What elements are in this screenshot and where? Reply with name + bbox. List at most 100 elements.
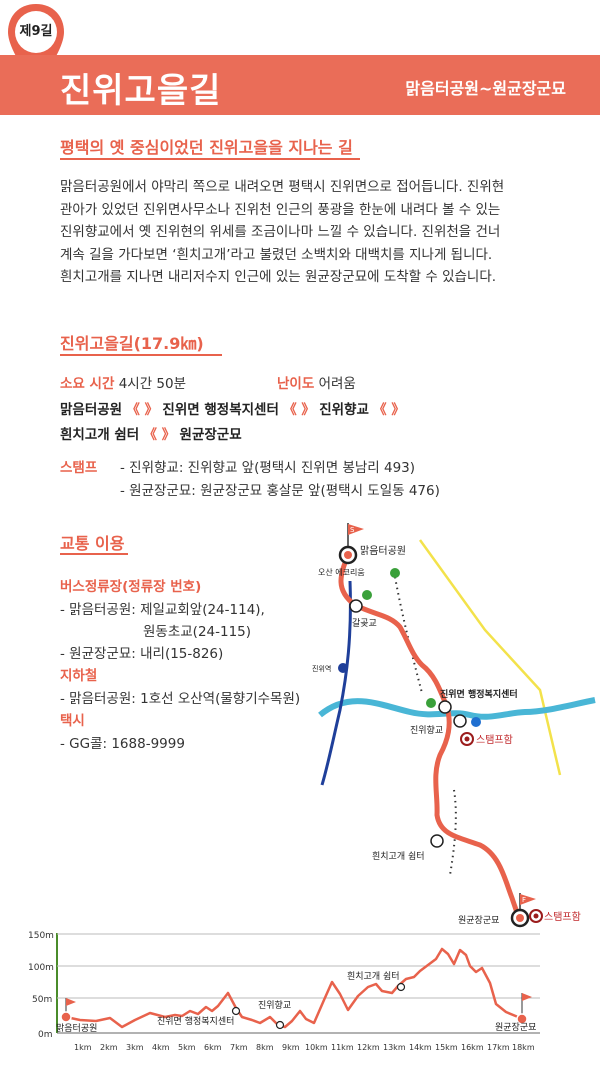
- railway-line: [320, 580, 352, 786]
- intro-paragraph: 맑음터공원에서 야막리 쪽으로 내려오면 평택시 진위면으로 접어듭니다. 진위…: [60, 176, 560, 289]
- x-tick-label: 2km: [100, 1043, 118, 1052]
- route-arrow: 《 》: [283, 402, 315, 418]
- bus-stop-icon: [390, 568, 400, 578]
- route-line: [338, 552, 521, 920]
- y-tick-label: 0m: [38, 1030, 53, 1040]
- elevation-point-label: 진위향교: [258, 999, 291, 1011]
- subway-heading: 지하철: [60, 668, 98, 684]
- elevation-point-label: 진위면 행정복지센터: [157, 1015, 234, 1027]
- title-banner: 진위고을길 맑음터공원~원균장군묘: [0, 55, 600, 115]
- time-value: 4시간 50분: [118, 376, 187, 392]
- course-number-badge: 제9길: [19, 24, 53, 39]
- end-flag-icon: [522, 993, 532, 1001]
- center-node: [438, 700, 452, 714]
- time-row: 소요 시간 4시간 50분: [60, 372, 186, 392]
- intro-line: 흰치고개를 지나면 내리저수지 인근에 있는 원균장군묘에 도착할 수 있습니다…: [60, 269, 497, 285]
- bridge-node: [349, 599, 363, 613]
- taxi-line: - GG콜: 1688-9999: [60, 736, 185, 752]
- elevation-line: [65, 947, 523, 1029]
- hyanggyo-node: [275, 1020, 285, 1030]
- elevation-point-label: 맑음터공원: [56, 1022, 97, 1034]
- transport-heading: 교통 이용: [60, 534, 125, 553]
- start-node: [60, 1011, 72, 1023]
- route-line-1: 맑음터공원 《 》 진위면 행정복지센터 《 》 진위향교 《 》: [60, 398, 405, 418]
- difficulty-label: 난이도: [277, 376, 315, 392]
- bus-line: 원동초교(24-115): [143, 624, 252, 640]
- x-tick-label: 12km: [357, 1043, 380, 1052]
- x-tick-label: 13km: [383, 1043, 406, 1052]
- stamp-row: 스탬프: [60, 456, 97, 476]
- difficulty-row: 난이도 어려움: [277, 372, 356, 392]
- x-tick-label: 5km: [178, 1043, 196, 1052]
- elevation-point-label: 원균장군묘: [495, 1022, 536, 1033]
- end-flag-icon: [520, 894, 536, 905]
- route-line-2: 흰치고개 쉼터 《 》 원균장군묘: [60, 423, 242, 443]
- x-tick-label: 4km: [152, 1043, 170, 1052]
- x-tick-label: 18km: [512, 1043, 535, 1052]
- intro-line: 맑음터공원에서 야막리 쪽으로 내려오면 평택시 진위면으로 접어듭니다. 진위…: [60, 179, 505, 195]
- river: [318, 697, 596, 720]
- route-point: 맑음터공원: [60, 402, 123, 418]
- page-title: 진위고을길: [60, 71, 222, 111]
- taxi-heading: 택시: [60, 713, 85, 729]
- map-label-rest: 흰치고개 쉼터: [372, 850, 425, 862]
- bus-stop-icon: [362, 590, 372, 600]
- stamp-label: 스탬프: [60, 460, 98, 476]
- y-tick-label: 150m: [28, 931, 54, 941]
- end-node: [516, 1013, 528, 1025]
- stamp-item: - 원균장군묘: 원균장군묘 홍살문 앞(평택시 도일동 476): [120, 483, 440, 499]
- bus-heading: 버스정류장(정류장 번호): [60, 579, 202, 595]
- page-subtitle: 맑음터공원~원균장군묘: [405, 79, 566, 98]
- x-tick-label: 6km: [204, 1043, 222, 1052]
- start-flag-letter: S: [350, 526, 355, 534]
- end-flag-letter: F: [522, 896, 526, 904]
- route-map: S 맑음터공원 오산 에코리움 진위역 갈곶교 진위면 행정복지센터 진위향교 …: [312, 523, 596, 928]
- bus-line: - 맑음터공원: 제일교회앞(24-114),: [60, 602, 265, 618]
- map-label-bridge: 갈곶교: [352, 618, 377, 629]
- x-tick-label: 11km: [331, 1043, 354, 1052]
- intro-line: 계속 길을 가다보면 ‘흰치고개’라고 불렸던 소백치와 대백치를 지나게 됩니…: [60, 246, 493, 263]
- route-arrow: 《 》: [126, 402, 159, 418]
- x-tick-label: 17km: [487, 1043, 510, 1052]
- intro-line: 진위향교에서 옛 진위현의 위세를 조금이나마 느낄 수 있습니다. 진위천을 …: [60, 224, 501, 240]
- x-tick-label: 3km: [126, 1043, 144, 1052]
- intro-heading-underline: [60, 158, 360, 160]
- start-flag-icon: [66, 998, 76, 1006]
- school-icon: [471, 717, 481, 727]
- x-tick-label: 15km: [435, 1043, 458, 1052]
- route-arrow: 《 》: [143, 427, 176, 443]
- x-tick-label: 7km: [230, 1043, 248, 1052]
- x-tick-label: 1km: [74, 1043, 92, 1052]
- route-heading-underline: [60, 354, 222, 356]
- x-tick-label: 14km: [409, 1043, 432, 1052]
- stamp-item: - 진위향교: 진위향교 앞(평택시 진위면 봉남리 493): [120, 460, 416, 476]
- route-heading: 진위고을길(17.9㎞): [60, 334, 204, 353]
- route-point: 원균장군묘: [179, 427, 242, 443]
- subway-line: - 맑음터공원: 1호선 오산역(물향기수목원): [60, 691, 301, 707]
- x-tick-label: 10km: [305, 1043, 328, 1052]
- y-tick-label: 50m: [32, 995, 52, 1005]
- route-point: 진위향교: [319, 402, 369, 418]
- transport-heading-underline: [60, 553, 128, 555]
- time-label: 소요 시간: [60, 376, 115, 392]
- dotted-path: [394, 576, 423, 694]
- intro-line: 관아가 있었던 진위면사무소나 진위천 인근의 풍광을 한눈에 내려다 볼 수 …: [60, 201, 501, 218]
- x-tick-label: 16km: [461, 1043, 484, 1052]
- map-label-station: 진위역: [312, 664, 331, 673]
- rest-node: [430, 834, 444, 848]
- map-label-stamp1: 스탬프함: [476, 734, 513, 746]
- bus-line: - 원균장군묘: 내리(15-826): [60, 646, 224, 662]
- road-line: [418, 539, 562, 776]
- bus-stop-icon: [426, 698, 436, 708]
- y-tick-label: 100m: [28, 963, 54, 973]
- elevation-profile: 150m 100m 50m 0m 맑음터공원 진위면 행정복지센터 진위향교 흰…: [28, 931, 540, 1052]
- map-label-hyanggyo: 진위향교: [410, 724, 443, 736]
- subway-station-icon: [338, 663, 348, 673]
- route-arrow: 《 》: [373, 402, 405, 418]
- map-label-ecorium: 오산 에코리움: [318, 567, 365, 577]
- map-label-center: 진위면 행정복지센터: [440, 688, 518, 700]
- route-point: 진위면 행정복지센터: [162, 402, 279, 418]
- hyanggyo-node: [453, 714, 467, 728]
- map-label-stamp2: 스탬프함: [544, 911, 581, 923]
- difficulty-value: 어려움: [318, 376, 356, 392]
